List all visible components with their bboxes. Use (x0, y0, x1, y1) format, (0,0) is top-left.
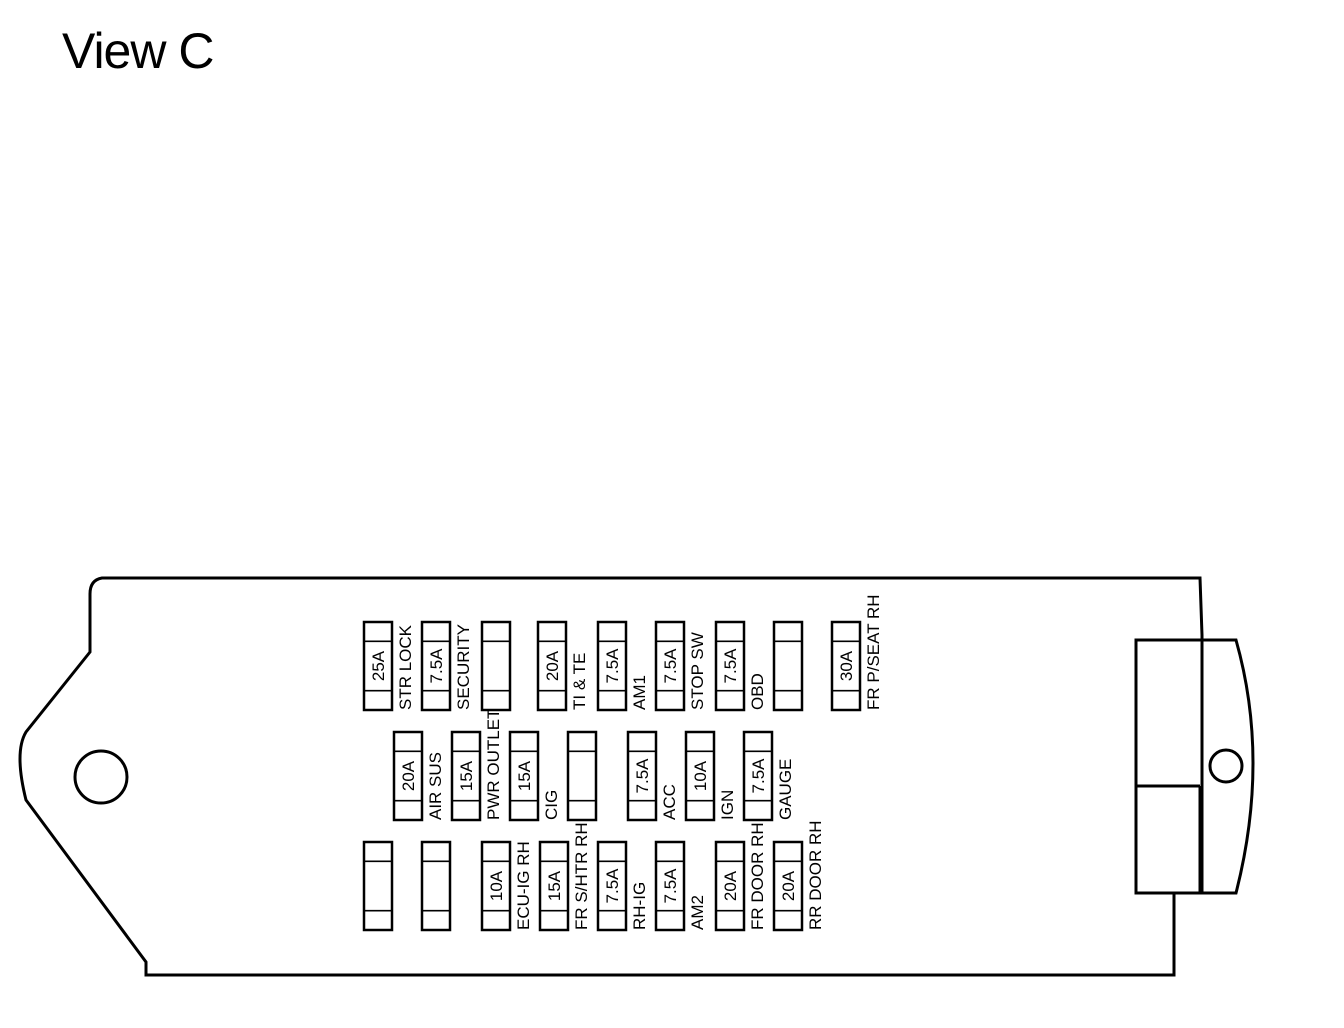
fuse-rating: 7.5A (749, 758, 768, 794)
fuse-label: FR P/SEAT RH (864, 594, 883, 710)
fuse-body (714, 840, 746, 932)
fuse-rating: 7.5A (661, 868, 680, 904)
fuse-rating: 7.5A (661, 648, 680, 684)
fuse-f5: 7.5A AM1 (596, 620, 649, 712)
fuse-body (596, 620, 628, 712)
fuse-f6: 7.5A STOP SW (654, 620, 707, 712)
fuse-label: ECU-IG RH (514, 841, 533, 930)
fuse-f18 (420, 840, 452, 932)
fuse-label: AM2 (688, 895, 707, 930)
fuse-body (538, 840, 570, 932)
fuse-label: FR DOOR RH (748, 822, 767, 930)
fuse-rating: 15A (545, 870, 564, 901)
fuse-body (536, 620, 568, 712)
fuse-f23: 20A FR DOOR RH (714, 822, 767, 932)
view-title: View C (62, 23, 214, 79)
fuse-label: TI & TE (570, 653, 589, 710)
fuse-label: AIR SUS (426, 752, 445, 820)
fuse-body (772, 620, 804, 712)
fuse-f17 (362, 840, 394, 932)
fuse-rating: 25A (369, 650, 388, 681)
fuse-rating: 7.5A (721, 648, 740, 684)
fuse-f1: 25A STR LOCK (362, 620, 415, 712)
fuse-body (596, 840, 628, 932)
fuse-label: STOP SW (688, 632, 707, 710)
fuse-label: PWR OUTLET (484, 709, 503, 820)
fuse-rating: 20A (543, 650, 562, 681)
fuse-label: RH-IG (630, 882, 649, 930)
fuse-rating: 15A (515, 760, 534, 791)
fuse-rating: 20A (399, 760, 418, 791)
fuse-body (626, 730, 658, 822)
fuse-body (392, 730, 424, 822)
fuse-rating: 7.5A (633, 758, 652, 794)
fuse-rating: 20A (779, 870, 798, 901)
fuse-f22: 7.5A AM2 (654, 840, 707, 932)
fuse-label: SECURITY (454, 624, 473, 710)
fuse-rating: 30A (837, 650, 856, 681)
fuse-body (450, 730, 482, 822)
fuse-body (480, 840, 512, 932)
fuse-body (362, 620, 394, 712)
fuse-f15: 10A IGN (684, 730, 737, 822)
fuse-f14: 7.5A ACC (626, 730, 679, 822)
fuse-rating: 15A (457, 760, 476, 791)
fuse-body (480, 620, 512, 712)
fuse-label: RR DOOR RH (806, 820, 825, 930)
fuse-label: ACC (660, 784, 679, 820)
fuse-f16: 7.5A GAUGE (742, 730, 795, 822)
mounting-hole-left (73, 749, 129, 805)
fuse-f3 (480, 620, 512, 712)
fuse-rating: 20A (721, 870, 740, 901)
fuse-body (362, 840, 394, 932)
fuse-body (830, 620, 862, 712)
fuse-f7: 7.5A OBD (714, 620, 767, 712)
fuse-body (420, 620, 452, 712)
fuse-rating: 7.5A (603, 648, 622, 684)
fuse-body (714, 620, 746, 712)
fuse-f2: 7.5A SECURITY (420, 620, 473, 712)
fuse-label: FR S/HTR RH (572, 822, 591, 930)
fuse-body (654, 840, 686, 932)
fuse-f20: 15A FR S/HTR RH (538, 822, 591, 932)
fuse-body (420, 840, 452, 932)
fuse-label: STR LOCK (396, 624, 415, 710)
fuse-rating: 7.5A (603, 868, 622, 904)
fuse-label: CIG (542, 790, 561, 820)
fuse-body (772, 840, 804, 932)
mounting-hole-right (1208, 748, 1244, 784)
fuse-body (566, 730, 598, 822)
fuse-label: IGN (718, 790, 737, 820)
fuse-f13 (566, 730, 598, 822)
fuse-body (508, 730, 540, 822)
fuse-f11: 15A PWR OUTLET (450, 709, 503, 822)
fuse-f19: 10A ECU-IG RH (480, 840, 533, 932)
fuse-rating: 10A (691, 760, 710, 791)
fuse-f12: 15A CIG (508, 730, 561, 822)
fuse-body (742, 730, 774, 822)
fuse-rating: 10A (487, 870, 506, 901)
fuse-f10: 20A AIR SUS (392, 730, 445, 822)
fuse-label: OBD (748, 673, 767, 710)
fuse-f24: 20A RR DOOR RH (772, 820, 825, 932)
fuse-body (684, 730, 716, 822)
fuse-rating: 7.5A (427, 648, 446, 684)
fuse-f8 (772, 620, 804, 712)
connector-outline (1134, 638, 1255, 895)
fuse-body (654, 620, 686, 712)
fuse-box-outline (18, 576, 1204, 977)
fuse-f4: 20A TI & TE (536, 620, 589, 712)
fuse-label: AM1 (630, 675, 649, 710)
fuse-f21: 7.5A RH-IG (596, 840, 649, 932)
fuse-label: GAUGE (776, 759, 795, 820)
fuse-f9: 30A FR P/SEAT RH (830, 594, 883, 712)
